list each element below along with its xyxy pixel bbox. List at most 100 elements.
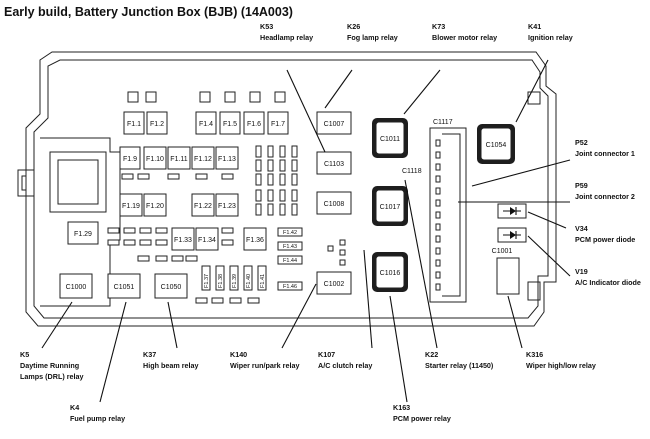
svg-text:Joint connector 1: Joint connector 1 [575, 149, 635, 158]
svg-text:C1007: C1007 [324, 121, 345, 128]
svg-text:C1117: C1117 [433, 119, 453, 126]
svg-text:C1016: C1016 [380, 270, 401, 277]
callout-p52: P52 Joint connector 1 [575, 138, 635, 158]
svg-text:Ignition relay: Ignition relay [528, 33, 573, 42]
svg-text:F1.7: F1.7 [271, 121, 285, 128]
svg-text:F1.41: F1.41 [260, 274, 266, 288]
svg-text:F1.11: F1.11 [170, 156, 187, 163]
fuses: F1.1 F1.2 F1.4 F1.5 F1.6 F1.7 F1.9 F1.10… [67, 111, 346, 304]
fuse-row-vertical: F1.37 F1.38 F1.39 F1.40 F1.41 [201, 265, 267, 291]
svg-text:K41: K41 [528, 22, 541, 31]
svg-text:Joint connector 2: Joint connector 2 [575, 192, 635, 201]
svg-text:Starter relay (11450): Starter relay (11450) [425, 361, 494, 370]
svg-text:K5: K5 [20, 350, 29, 359]
svg-text:F1.1: F1.1 [127, 121, 141, 128]
svg-text:K22: K22 [425, 350, 438, 359]
svg-text:F1.5: F1.5 [223, 121, 237, 128]
callout-k163: K163 PCM power relay [393, 403, 451, 423]
svg-text:C1000: C1000 [66, 284, 87, 291]
leader-lines [41, 59, 571, 403]
svg-text:F1.4: F1.4 [199, 121, 213, 128]
svg-text:F1.23: F1.23 [218, 203, 236, 210]
callout-k53: K53 Headlamp relay [260, 22, 313, 42]
callout-k4: K4 Fuel pump relay [70, 403, 125, 423]
svg-text:C1011: C1011 [380, 136, 400, 143]
relay-c1011: C1011 [372, 118, 408, 158]
svg-text:F1.40: F1.40 [246, 274, 252, 288]
svg-text:High beam relay: High beam relay [143, 361, 199, 370]
diagram-title: Early build, Battery Junction Box (BJB) … [4, 5, 293, 19]
relays: C1007 C1103 C1008 C1002 C1011 C1017 C101… [59, 111, 520, 299]
fuse-row-third: F1.19 F1.20 F1.22 F1.23 [119, 193, 239, 217]
svg-text:A/C clutch relay: A/C clutch relay [318, 361, 372, 370]
svg-text:Daytime Running: Daytime Running [20, 361, 79, 370]
svg-text:F1.10: F1.10 [146, 156, 164, 163]
relay-c1051: C1051 [107, 273, 141, 299]
callout-k26: K26 Fog lamp relay [347, 22, 398, 42]
relay-c1000: C1000 [59, 273, 93, 299]
svg-text:PCM power diode: PCM power diode [575, 235, 635, 244]
svg-text:Fog lamp relay: Fog lamp relay [347, 33, 398, 42]
svg-text:C1050: C1050 [161, 284, 182, 291]
svg-text:F1.33: F1.33 [174, 237, 192, 244]
fuse-row-fourth: F1.33 F1.34 F1.36 [171, 227, 267, 251]
diode-v34 [497, 203, 527, 243]
relay-c1054: C1054 [477, 124, 515, 164]
svg-text:C1017: C1017 [380, 204, 401, 211]
svg-text:K37: K37 [143, 350, 156, 359]
fuse-row-top: F1.1 F1.2 F1.4 F1.5 F1.6 F1.7 [123, 111, 289, 135]
callout-k37: K37 High beam relay [143, 350, 199, 370]
svg-text:F1.46: F1.46 [283, 284, 297, 290]
svg-text:PCM power relay: PCM power relay [393, 414, 451, 423]
svg-text:C1008: C1008 [324, 201, 345, 208]
svg-text:F1.37: F1.37 [204, 274, 210, 288]
connector-c1117: C1117 [429, 119, 467, 303]
svg-text:K140: K140 [230, 350, 247, 359]
svg-text:Lamps (DRL) relay: Lamps (DRL) relay [20, 372, 84, 381]
relay-c1050: C1050 [154, 273, 188, 299]
svg-text:K26: K26 [347, 22, 360, 31]
svg-text:Blower motor relay: Blower motor relay [432, 33, 497, 42]
relay-c1008: C1008 [316, 191, 352, 215]
callout-k107: K107 A/C clutch relay [318, 350, 372, 370]
svg-text:C1051: C1051 [114, 284, 135, 291]
callout-k316: K316 Wiper high/low relay [526, 350, 596, 370]
fuse-f1-29: F1.29 [67, 221, 99, 245]
svg-text:Wiper run/park relay: Wiper run/park relay [230, 361, 299, 370]
svg-text:F1.19: F1.19 [122, 203, 140, 210]
svg-text:C1001: C1001 [492, 248, 513, 255]
callout-v34: V34 PCM power diode [575, 224, 635, 244]
relay-c1017: C1017 [372, 186, 408, 226]
connector-c1118: C1118 [402, 168, 422, 175]
svg-text:K107: K107 [318, 350, 335, 359]
relay-c1001: C1001 [492, 248, 520, 295]
svg-text:F1.34: F1.34 [198, 237, 216, 244]
svg-text:C1054: C1054 [486, 142, 507, 149]
svg-text:V34: V34 [575, 224, 588, 233]
relay-c1007: C1007 [316, 111, 352, 135]
svg-text:F1.2: F1.2 [150, 121, 164, 128]
svg-text:F1.36: F1.36 [246, 237, 264, 244]
svg-text:F1.39: F1.39 [232, 274, 238, 288]
svg-text:F1.20: F1.20 [146, 203, 164, 210]
relay-c1002: C1002 [316, 271, 352, 295]
svg-text:K163: K163 [393, 403, 410, 412]
callout-k22: K22 Starter relay (11450) [425, 350, 494, 370]
callout-v19: V19 A/C Indicator diode [575, 267, 641, 287]
callout-k73: K73 Blower motor relay [432, 22, 497, 42]
fuse-row-horizontal: F1.42 F1.43 F1.44 F1.46 [277, 227, 303, 291]
callout-k41: K41 Ignition relay [528, 22, 573, 42]
svg-text:Headlamp relay: Headlamp relay [260, 33, 313, 42]
svg-text:F1.13: F1.13 [218, 156, 236, 163]
svg-text:F1.22: F1.22 [194, 203, 212, 210]
junction-box-housing [17, 51, 557, 327]
mini-fuse-slots [107, 145, 346, 304]
svg-text:Fuel pump relay: Fuel pump relay [70, 414, 125, 423]
svg-text:F1.12: F1.12 [194, 156, 212, 163]
svg-text:F1.44: F1.44 [283, 258, 297, 264]
svg-text:F1.42: F1.42 [283, 230, 297, 236]
relay-c1103: C1103 [316, 151, 352, 175]
callout-p59: P59 Joint connector 2 [575, 181, 635, 201]
svg-text:C1118: C1118 [402, 168, 422, 175]
